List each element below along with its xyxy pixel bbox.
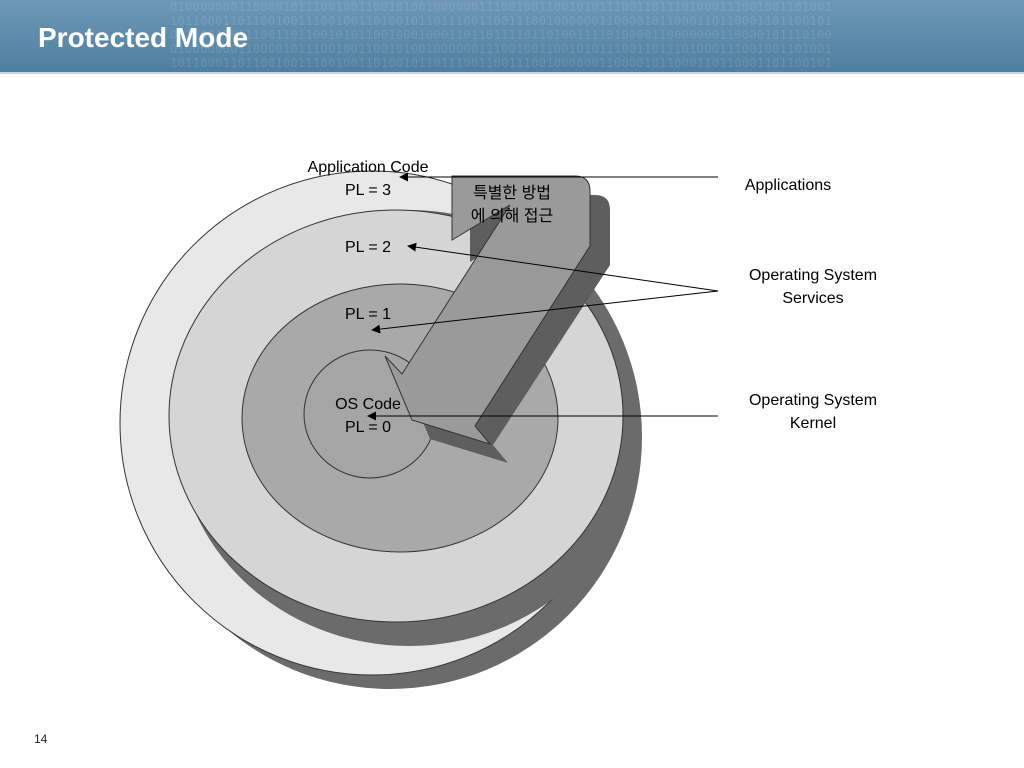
os-services-callout-label: Operating System Services [748,267,878,307]
ring-pl2-label: PL = 2 [344,239,392,256]
special-access-arrow [384,175,610,463]
special-access-arrow-face [384,175,591,445]
page-number: 14 [34,732,48,746]
os-kernel-callout-label: Operating System Kernel [748,392,878,432]
ring-pl1-label: PL = 1 [344,306,392,323]
slide-title: Protected Mode [38,22,249,53]
ring-pl0-label: OS Code PL = 0 [335,396,401,436]
applications-callout-label: Applications [744,177,832,194]
os-services-pointer-line-pl1 [371,290,719,334]
binary-background-pattern: 0100000001100001011100100110010100100000… [170,0,833,70]
slide-header: 0100000001100001011100100110010100100000… [0,0,1024,74]
callout-lines [367,172,719,421]
os-services-pointer-line-pl2 [407,242,719,292]
ring-pl3-label: Application Code PL = 3 [307,159,429,199]
special-access-label: 특별한 방법 에 의해 접근 [470,185,554,225]
